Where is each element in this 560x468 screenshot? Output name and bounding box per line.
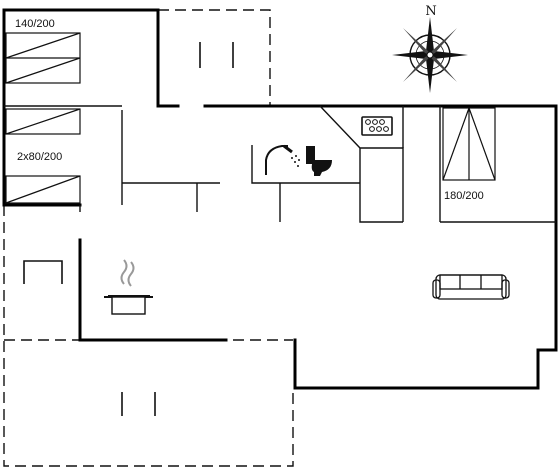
compass-north-label: N (425, 4, 436, 19)
door-markers (121, 42, 234, 416)
hob-icon (361, 116, 393, 136)
single-bed-icon (5, 108, 81, 135)
wall-bedroom-outline (2, 8, 160, 108)
chair-icon (23, 260, 63, 284)
exterior-walls (2, 8, 558, 390)
wall-bath-left (251, 145, 280, 184)
double-bed-icon (442, 107, 496, 181)
sofa-icon (432, 274, 510, 300)
compass-rose-icon: N (392, 4, 468, 93)
bedroom-3: 180/200 (442, 107, 496, 202)
shower-icon (265, 144, 300, 175)
wall-kitchen-inner (359, 148, 403, 223)
wall-left-lower (78, 238, 228, 342)
bedroom-2: 2x80/200 (5, 108, 81, 204)
bed-label-140-200: 140/200 (15, 18, 55, 30)
bed-label-180-200: 180/200 (444, 190, 484, 202)
double-bed-icon (5, 32, 81, 84)
single-bed-icon (5, 175, 81, 204)
dashed-top-area (158, 9, 271, 106)
bed-label-2x80-200: 2x80/200 (17, 151, 62, 163)
wall-top-main (203, 104, 558, 390)
interior-partitions (4, 105, 556, 223)
wall-kitchen-right (319, 105, 404, 222)
bedroom-1: 140/200 (5, 18, 81, 84)
cooking-pot-icon (104, 259, 153, 315)
dashed-outlines (3, 9, 294, 467)
toilet-icon (306, 146, 332, 176)
wall-left-upper (2, 8, 82, 207)
dashed-left-wall (3, 205, 294, 467)
